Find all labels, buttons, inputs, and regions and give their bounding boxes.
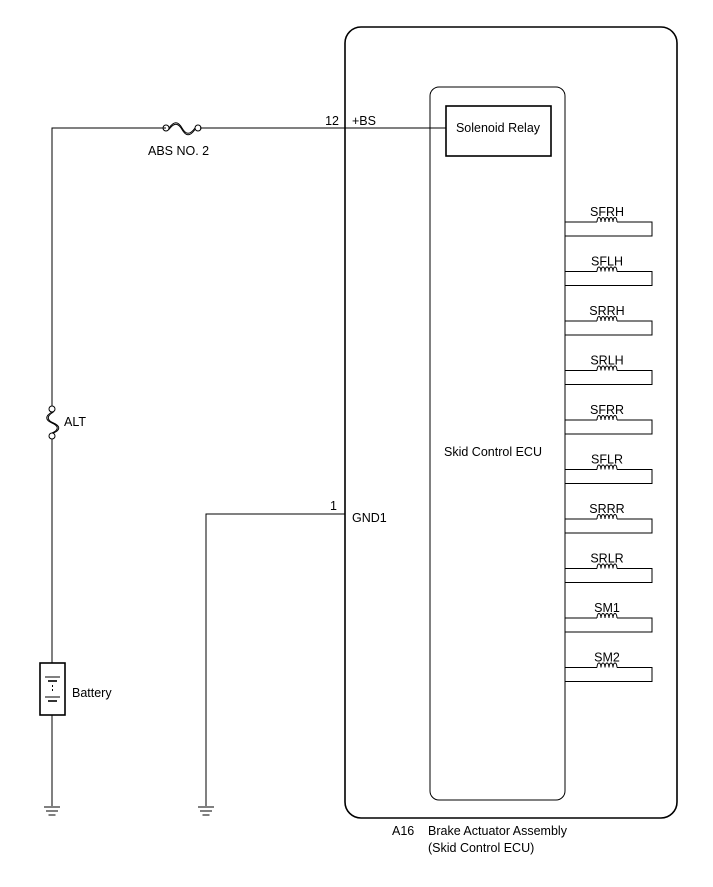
solenoid-row-srlh: SRLH <box>565 354 653 385</box>
fuse-abs-icon <box>162 122 202 136</box>
solenoid-label: SFLR <box>591 453 623 467</box>
pin-gnd-name: GND1 <box>352 511 387 525</box>
solenoid-label: SFLH <box>591 255 623 269</box>
battery-icon <box>39 662 66 716</box>
solenoid-wire <box>565 271 653 286</box>
battery-ground-icon <box>44 806 60 816</box>
coil-icon <box>596 563 618 569</box>
coil-icon <box>596 415 618 421</box>
solenoid-wire <box>565 221 653 237</box>
fuse-abs-label: ABS NO. 2 <box>148 144 209 158</box>
solenoid-row-sflr: SFLR <box>565 453 653 484</box>
solenoid-label: SFRH <box>590 205 624 219</box>
coil-icon <box>596 316 618 322</box>
solenoid-wire <box>565 419 653 435</box>
coil-icon <box>596 365 618 371</box>
solenoid-label: SFRR <box>590 403 624 417</box>
fuse-alt-label: ALT <box>64 415 86 429</box>
connector-code: A16 <box>392 824 414 838</box>
coil-icon <box>596 266 618 272</box>
gnd1-wire <box>205 513 345 806</box>
solenoid-label: SM2 <box>594 651 620 665</box>
skid-control-ecu-label: Skid Control ECU <box>444 445 542 459</box>
solenoid-relay-label: Solenoid Relay <box>456 121 541 135</box>
pin-gnd-number: 1 <box>330 499 337 513</box>
skid-control-ecu-box <box>429 86 566 801</box>
gnd1-ground-icon <box>198 806 214 816</box>
battery-label: Battery <box>72 686 112 700</box>
coil-icon <box>596 613 618 619</box>
coil-icon <box>596 514 618 520</box>
fuse-alt-icon <box>46 405 60 440</box>
solenoid-row-sm2: SM2 <box>565 651 653 682</box>
assembly-name-line1: Brake Actuator Assembly <box>428 824 568 838</box>
coil-icon <box>596 464 618 470</box>
solenoid-row-srlr: SRLR <box>565 552 653 583</box>
solenoid-row-srrr: SRRR <box>565 502 653 534</box>
brake-actuator-assembly-box <box>344 26 678 819</box>
solenoid-wire <box>565 617 653 633</box>
pin-bs-name: +BS <box>352 114 376 128</box>
solenoid-wire <box>565 518 653 534</box>
main-left-wire-top <box>51 127 166 406</box>
pin-bs-number: 12 <box>325 114 339 128</box>
solenoid-label: SRRR <box>589 502 624 516</box>
solenoid-label: SRLR <box>590 552 623 566</box>
solenoid-row-sm1: SM1 <box>565 601 653 633</box>
solenoid-wire <box>565 568 653 583</box>
solenoid-row-sfrr: SFRR <box>565 403 653 435</box>
solenoid-wire <box>565 667 653 682</box>
solenoid-label: SM1 <box>594 601 620 615</box>
solenoid-label: SRRH <box>589 304 624 318</box>
assembly-name-line2: (Skid Control ECU) <box>428 841 534 855</box>
coil-icon <box>596 662 618 668</box>
solenoid-row-srrh: SRRH <box>565 304 653 336</box>
solenoid-relay-box <box>445 105 552 157</box>
solenoid-label: SRLH <box>590 354 623 368</box>
solenoid-row-sflh: SFLH <box>565 255 653 286</box>
coil-icon <box>596 217 618 223</box>
solenoid-wire <box>565 320 653 336</box>
solenoid-wire <box>565 469 653 484</box>
solenoid-wire <box>565 370 653 385</box>
solenoid-row-sfrh: SFRH <box>565 205 653 237</box>
